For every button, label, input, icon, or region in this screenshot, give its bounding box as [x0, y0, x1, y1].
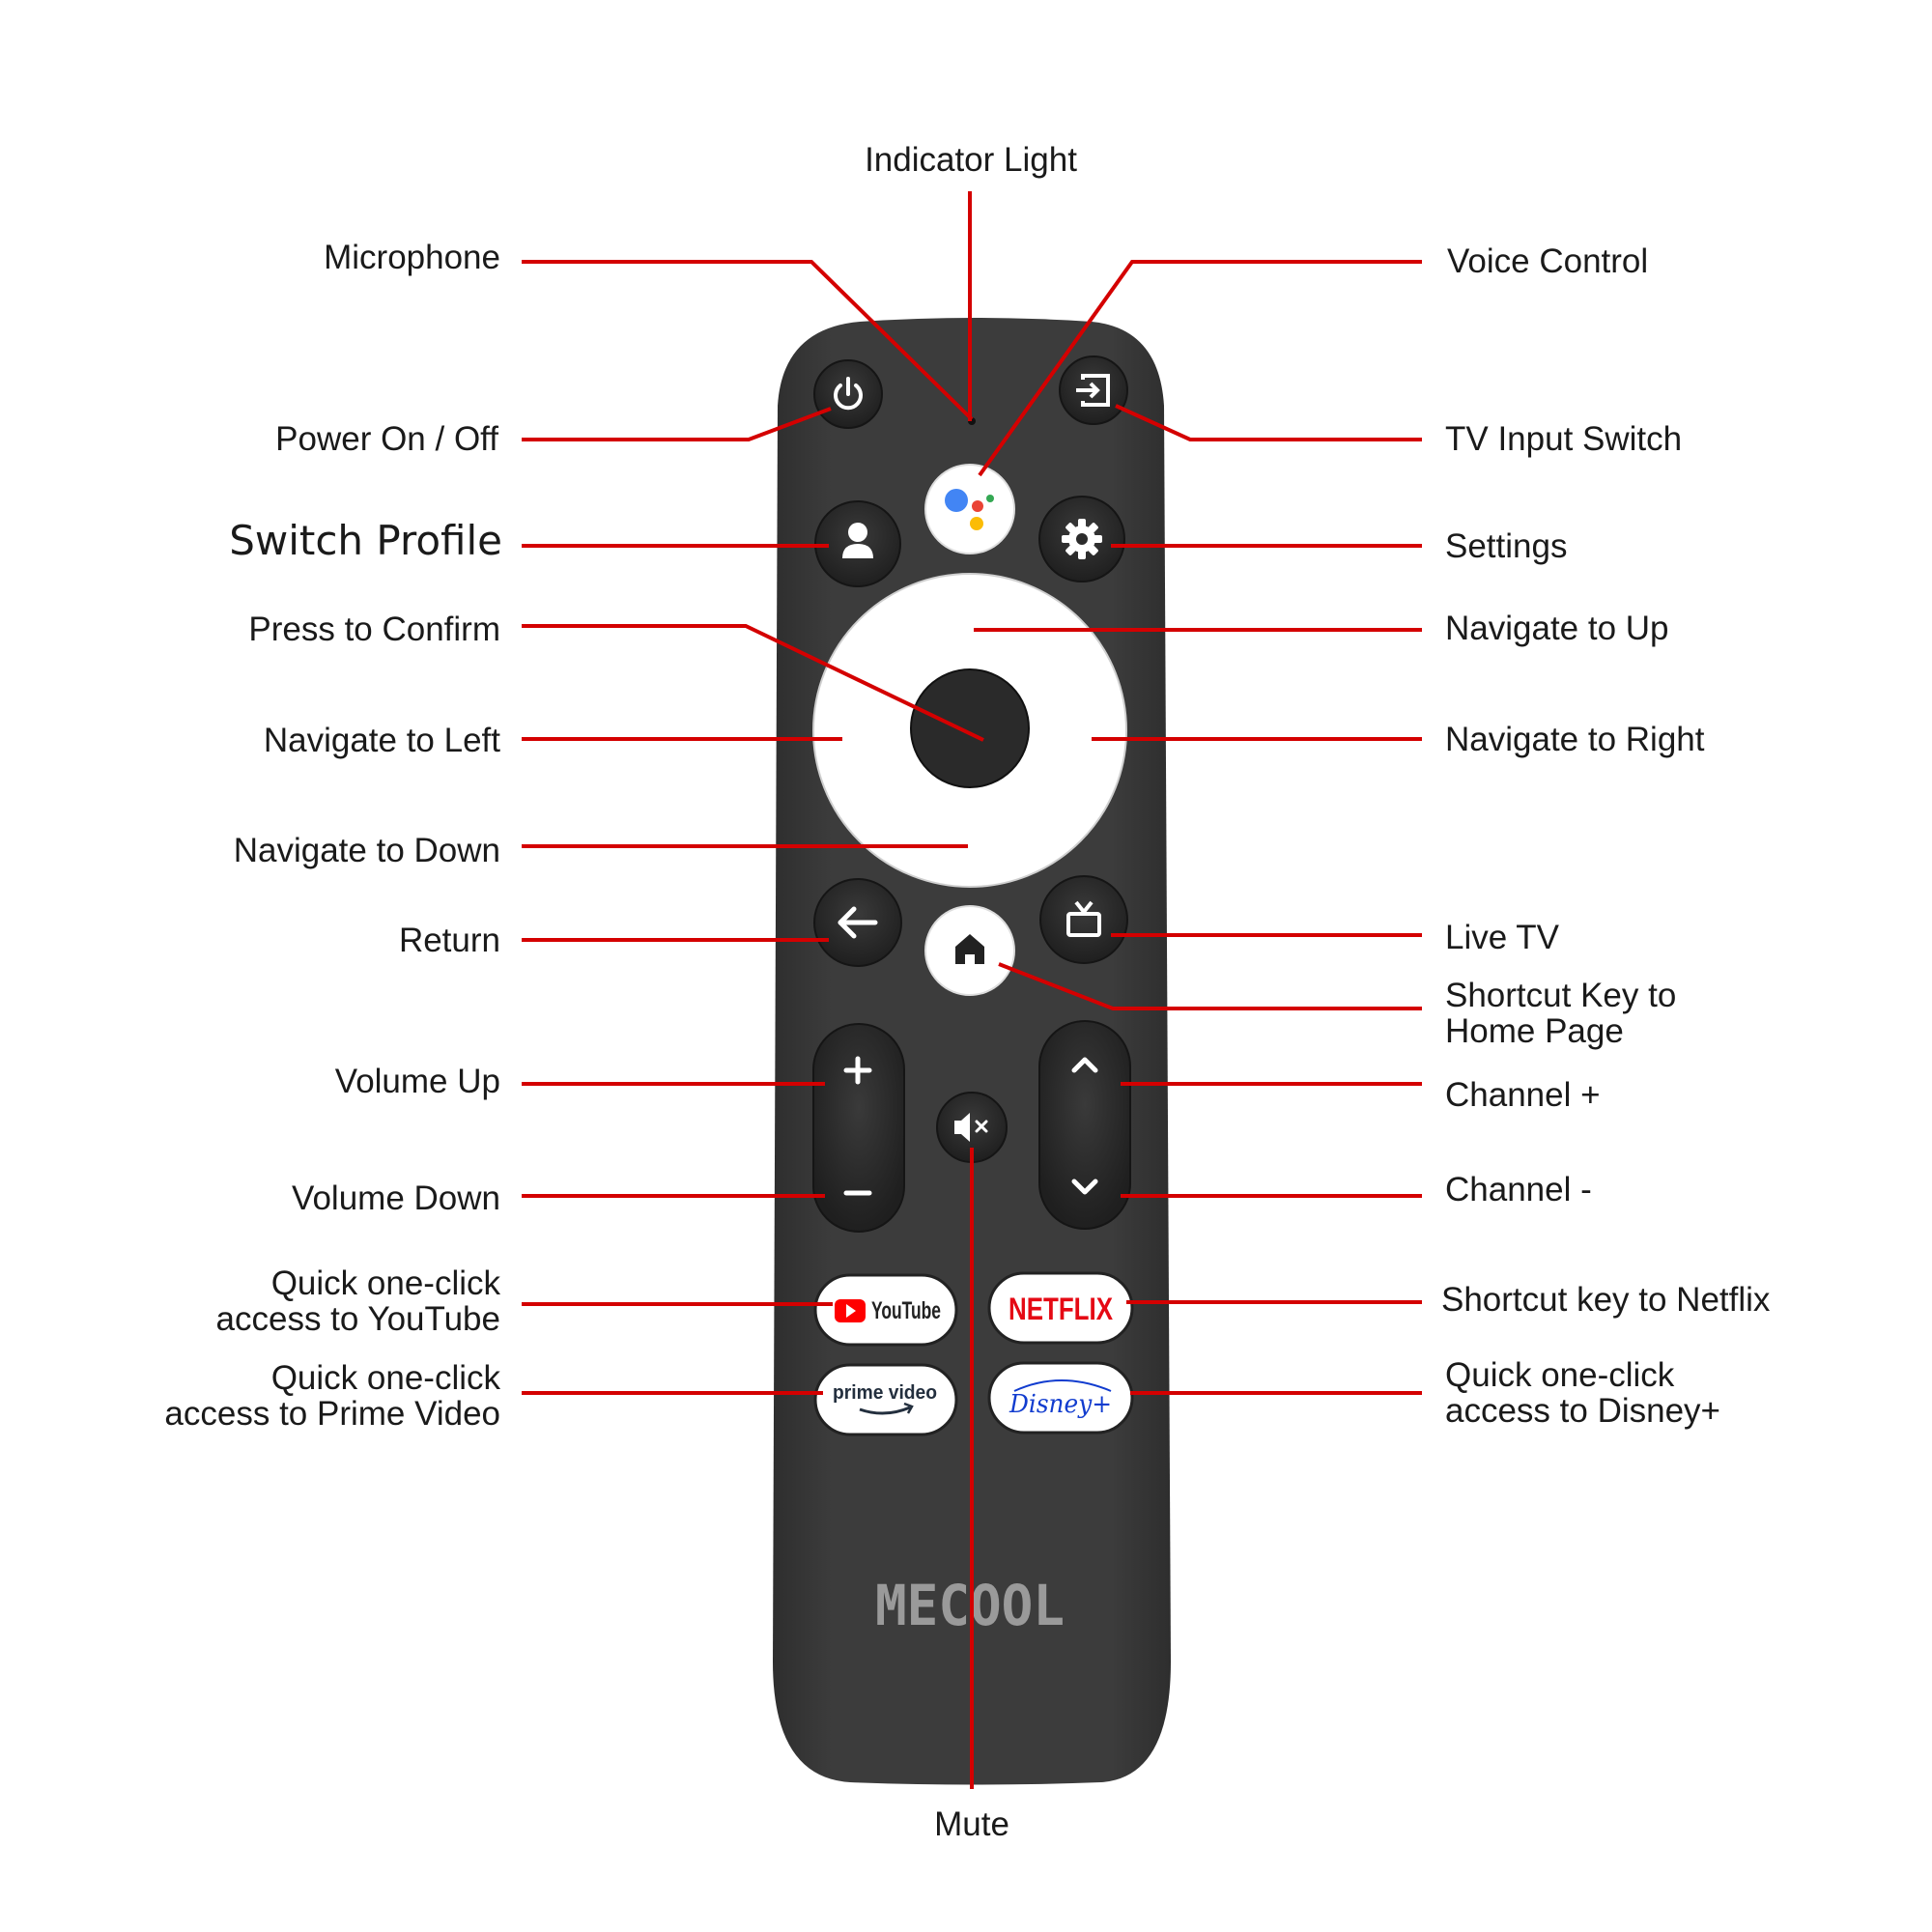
leader-voice-control: [978, 260, 1422, 477]
chevron-down-icon: [1071, 1179, 1098, 1195]
home-icon: [955, 934, 984, 964]
user-icon: [842, 523, 873, 558]
power-icon: [834, 377, 863, 411]
tv-icon: [1066, 900, 1101, 937]
label-switch-profile: Switch Profile: [229, 517, 502, 564]
label-voice-control: Voice Control: [1447, 242, 1649, 280]
label-disney-access: Quick one-click access to Disney+: [1445, 1356, 1720, 1430]
label-home-shortcut: Shortcut Key to Home Page: [1445, 977, 1677, 1050]
disney-arc-icon: [1013, 1379, 1112, 1392]
return-button[interactable]: [813, 878, 902, 967]
label-netflix-shortcut: Shortcut key to Netflix: [1441, 1281, 1771, 1319]
channel-rocker[interactable]: [1038, 1020, 1131, 1230]
label-power: Power On / Off: [275, 420, 498, 458]
netflix-logo: NETFLIX: [1009, 1292, 1114, 1326]
dpad[interactable]: [812, 573, 1127, 888]
disney-plus-button[interactable]: Disney+: [987, 1361, 1134, 1435]
youtube-logo: YouTube: [871, 1297, 941, 1324]
mute-icon: [954, 1113, 988, 1142]
home-button[interactable]: [924, 905, 1015, 996]
plus-icon: [843, 1056, 872, 1085]
arrow-left-icon: [838, 906, 878, 939]
prime-logo: prime video: [833, 1382, 937, 1404]
label-prime-access: Quick one-click access to Prime Video: [164, 1359, 500, 1433]
disney-logo: Disney+: [1009, 1390, 1112, 1419]
label-volume-up: Volume Up: [334, 1063, 500, 1100]
prime-video-button[interactable]: prime video: [813, 1363, 958, 1436]
label-microphone: Microphone: [324, 239, 500, 276]
prime-smile-icon: [859, 1406, 911, 1415]
power-button[interactable]: [813, 359, 883, 429]
leader-tv-input: [1115, 404, 1422, 441]
label-nav-down: Navigate to Down: [233, 832, 500, 869]
chevron-up-icon: [1071, 1057, 1098, 1073]
label-tv-input: TV Input Switch: [1445, 420, 1683, 458]
gear-icon: [1062, 519, 1102, 559]
label-press-confirm: Press to Confirm: [248, 611, 500, 648]
netflix-button[interactable]: NETFLIX: [987, 1271, 1134, 1345]
volume-rocker[interactable]: [812, 1023, 905, 1233]
confirm-button[interactable]: [910, 668, 1030, 788]
leader-press-confirm: [522, 624, 984, 742]
label-youtube-access: Quick one-click access to YouTube: [215, 1264, 500, 1338]
leader-microphone: [522, 260, 974, 421]
leader-lines: [522, 191, 1422, 1789]
label-volume-down: Volume Down: [292, 1179, 500, 1217]
label-mute: Mute: [934, 1805, 1009, 1843]
leader-power: [522, 407, 832, 441]
voice-control-button[interactable]: [924, 464, 1015, 554]
label-nav-left: Navigate to Left: [263, 722, 500, 759]
label-live-tv: Live TV: [1445, 919, 1560, 956]
label-return: Return: [398, 922, 500, 959]
tv-input-button[interactable]: [1059, 355, 1128, 425]
input-switch-icon: [1076, 374, 1110, 407]
label-channel-minus: Channel -: [1445, 1171, 1592, 1208]
label-channel-plus: Channel +: [1445, 1076, 1601, 1114]
youtube-button[interactable]: YouTube: [813, 1273, 958, 1347]
live-tv-button[interactable]: [1039, 875, 1128, 964]
settings-button[interactable]: [1038, 496, 1125, 582]
label-nav-up: Navigate to Up: [1445, 610, 1669, 647]
label-nav-right: Navigate to Right: [1445, 721, 1705, 758]
leader-home: [998, 962, 1422, 1010]
google-assistant-icon: [945, 489, 994, 530]
label-indicator-light: Indicator Light: [865, 141, 1077, 179]
label-settings: Settings: [1445, 527, 1568, 565]
